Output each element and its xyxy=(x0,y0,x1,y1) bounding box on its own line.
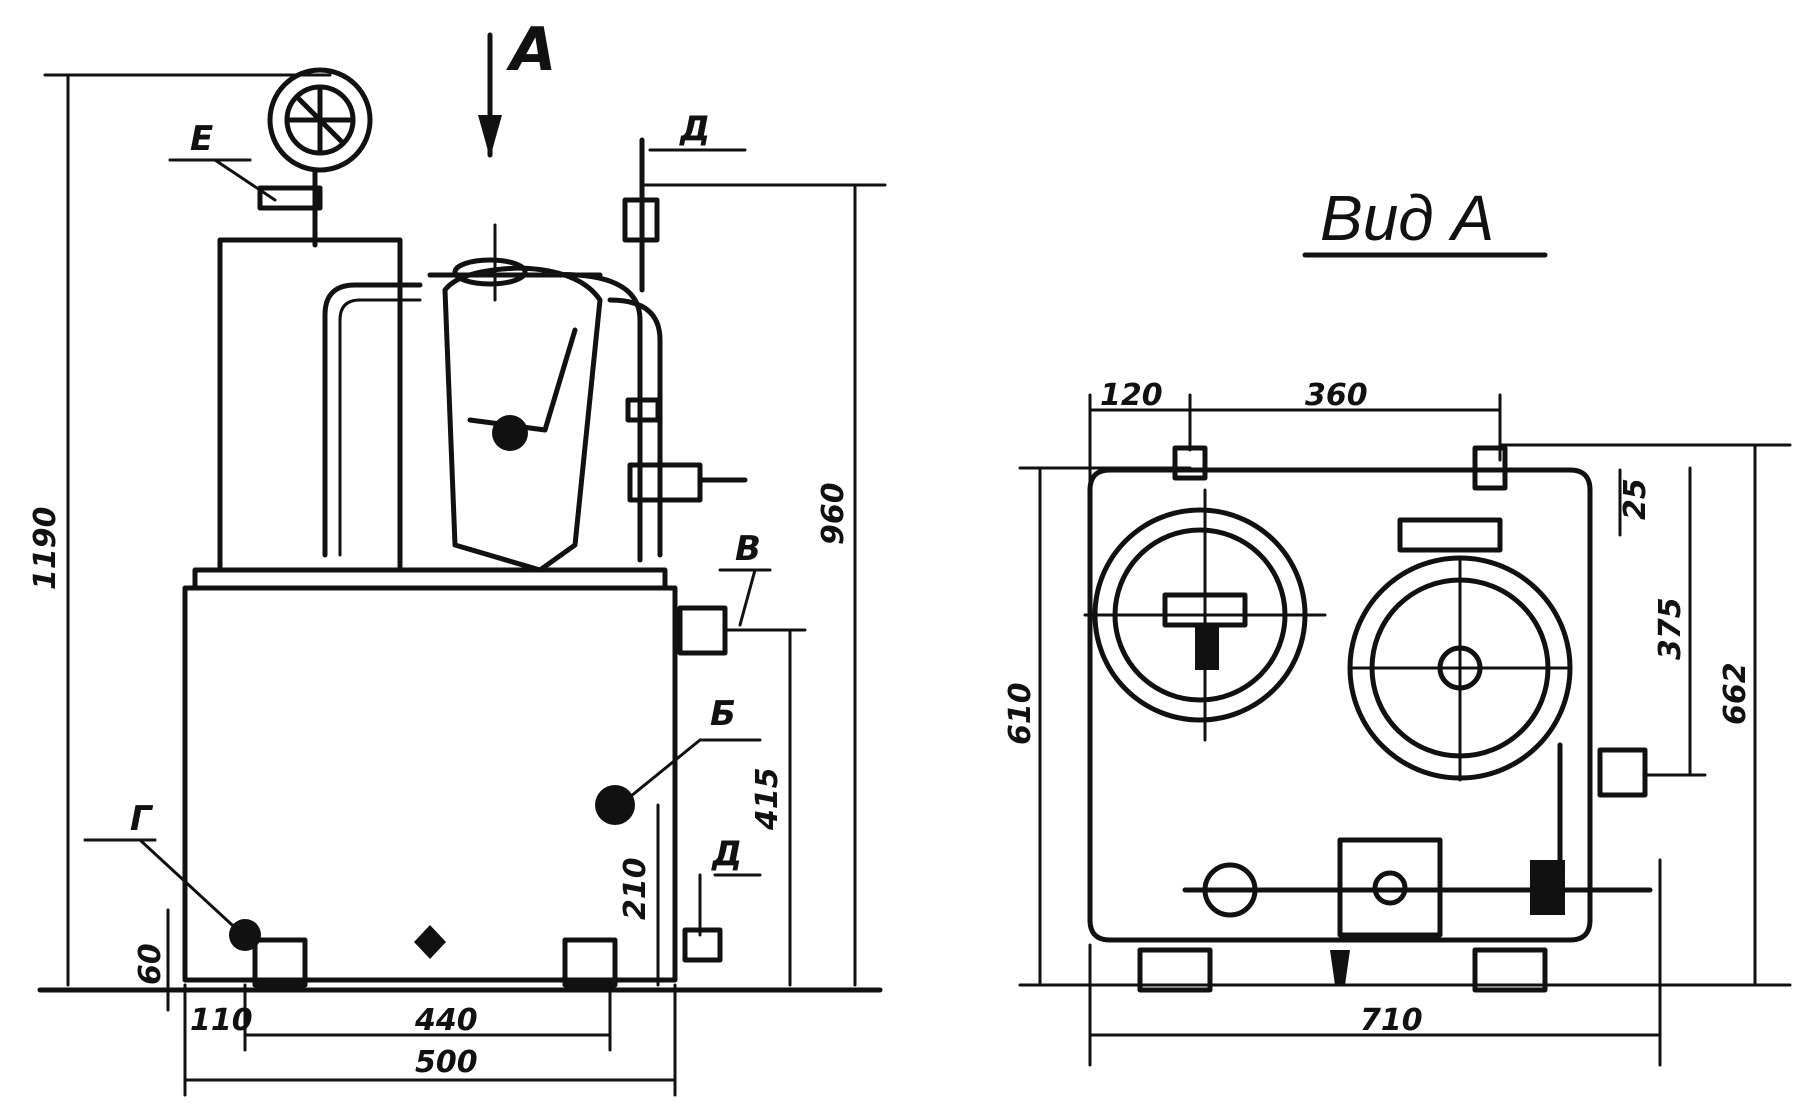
right-pipe xyxy=(542,272,643,563)
leader-v-2 xyxy=(738,568,757,627)
port-d xyxy=(682,927,723,963)
dim-360-text: 360 xyxy=(1305,378,1368,413)
dim-415-text: 415 xyxy=(750,767,785,831)
tag-e: Е xyxy=(190,119,213,159)
drain-fitting xyxy=(1330,950,1350,985)
right-pipe-2 xyxy=(607,297,663,558)
right-side-valve xyxy=(1597,747,1648,798)
foot-left xyxy=(252,937,308,988)
dim-25-text: 25 xyxy=(1618,478,1653,520)
bottom-valve-center xyxy=(1372,870,1408,906)
handwheel-body xyxy=(257,185,323,211)
left-tank-stem xyxy=(1195,625,1219,670)
dim-662-text: 662 xyxy=(1718,662,1753,725)
dim-60-text: 60 xyxy=(133,943,168,985)
valve-line xyxy=(467,327,578,433)
leader-g-2 xyxy=(138,838,245,937)
dim-120-text: 120 xyxy=(1100,378,1163,413)
view-arrow-head xyxy=(478,115,502,158)
dim-110-text: 110 xyxy=(190,1003,253,1038)
bottom-valve-right xyxy=(1530,860,1565,915)
tag-v: В xyxy=(735,529,761,569)
left-pipe xyxy=(322,282,423,558)
handwheel-outer xyxy=(267,67,373,173)
outlet-fitting-2 xyxy=(625,397,661,423)
view-a: Вид А xyxy=(1003,182,1792,1067)
top-fitting-left xyxy=(1172,445,1208,481)
left-pipe-inner xyxy=(338,298,422,557)
dim-610-text: 610 xyxy=(1003,682,1038,745)
outlet-fitting-1 xyxy=(622,197,660,243)
leader-b-2 xyxy=(618,738,702,807)
top-view-outline xyxy=(1087,467,1593,943)
foot-2 xyxy=(1472,947,1548,993)
tag-g: Г xyxy=(130,799,154,839)
tag-d-bottom: Д xyxy=(711,834,742,874)
tag-d-top: Д xyxy=(679,109,710,149)
left-cylinder xyxy=(217,237,403,573)
port-b xyxy=(595,785,635,825)
view-title: Вид А xyxy=(1320,182,1494,254)
handwheel-spoke-3 xyxy=(294,94,346,146)
top-valve xyxy=(1397,517,1503,553)
foot-1 xyxy=(1137,947,1213,993)
dim-500-text: 500 xyxy=(415,1045,478,1080)
top-fitting-right xyxy=(1472,445,1508,491)
view-arrow-label: А xyxy=(506,15,556,85)
bottom-valve-body xyxy=(1337,837,1443,938)
leader-e-2 xyxy=(213,158,277,202)
front-view: А 1190 960 415 210 60 110 440 500 Е Д В … xyxy=(28,15,887,1097)
foot-right xyxy=(562,937,618,988)
right-nozzle xyxy=(677,605,728,656)
tank-lid xyxy=(192,567,668,591)
dim-overall-height-text: 1190 xyxy=(28,507,63,591)
dim-375-text: 375 xyxy=(1653,597,1688,660)
dim-960-text: 960 xyxy=(816,482,851,545)
dim-710-text: 710 xyxy=(1360,1003,1423,1038)
tank-body xyxy=(182,585,678,983)
tag-b: Б xyxy=(710,694,736,734)
valve-knob xyxy=(492,415,528,451)
dim-440-text: 440 xyxy=(414,1003,478,1038)
dim-210-text: 210 xyxy=(618,857,653,920)
center-drain-icon xyxy=(414,925,446,959)
center-vessel-cap xyxy=(452,257,528,287)
